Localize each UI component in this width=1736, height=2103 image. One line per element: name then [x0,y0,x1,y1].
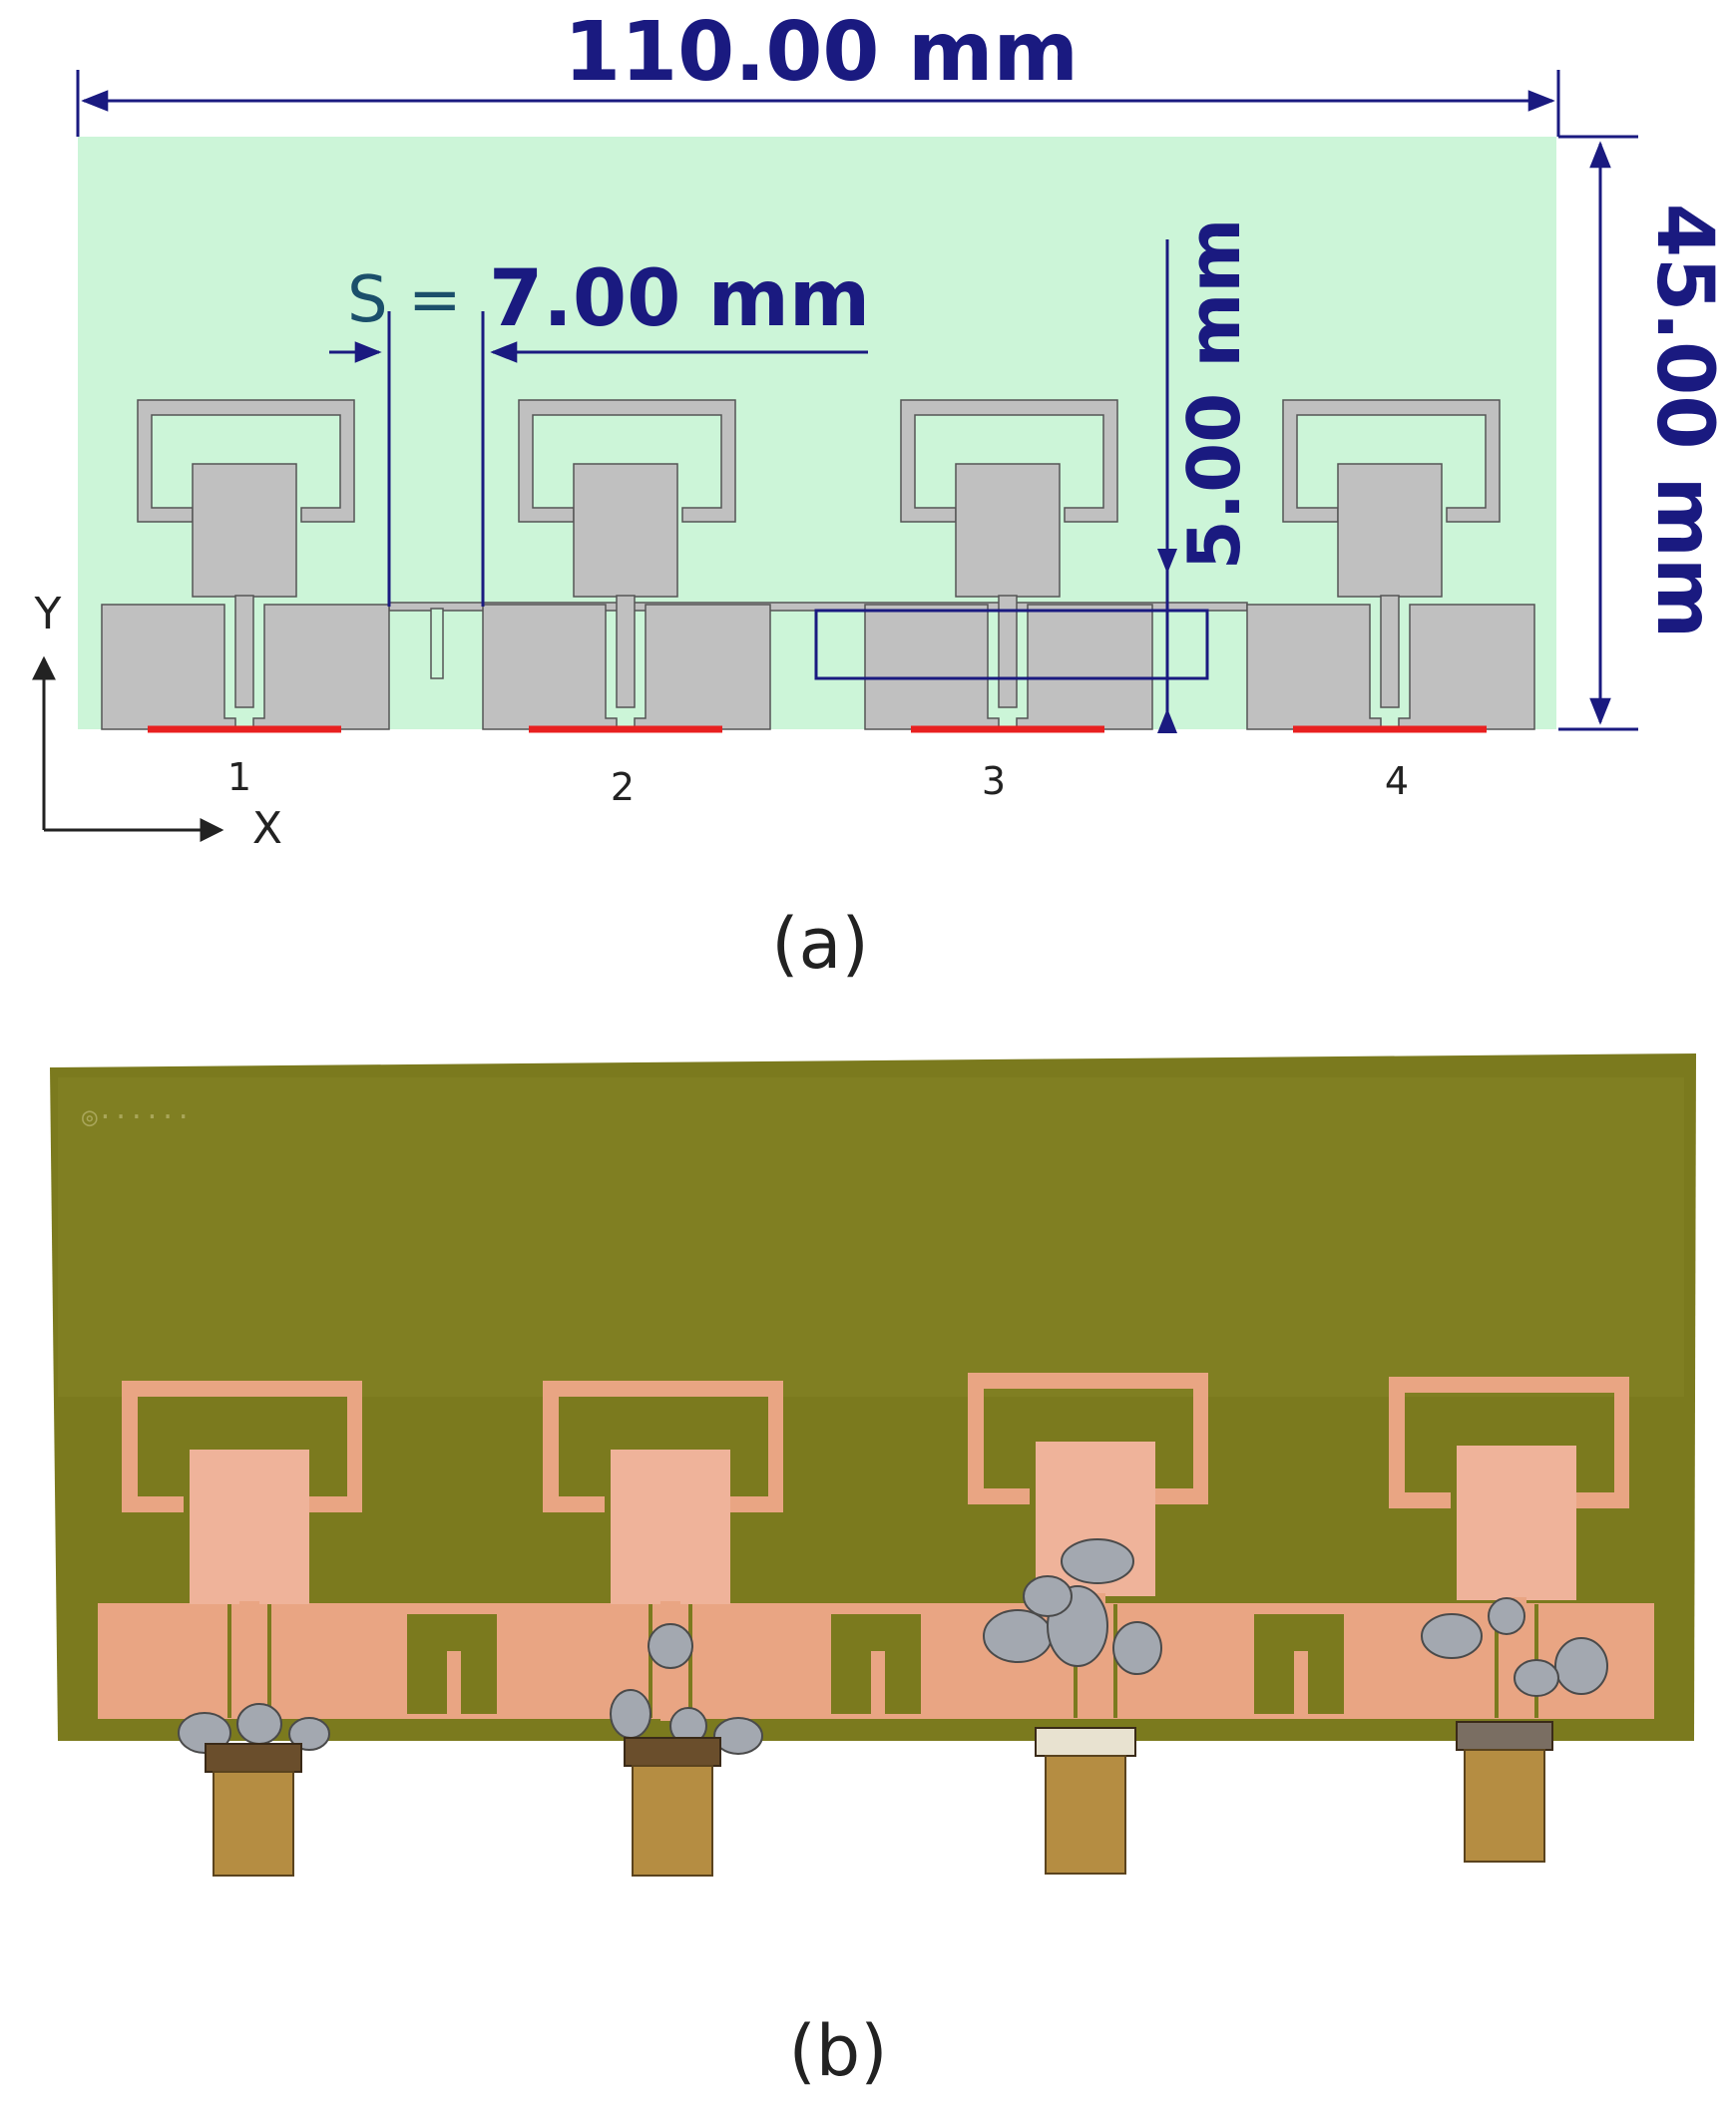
width-dimension [76,70,1560,137]
spacing-label-prefix: S = [347,263,462,337]
antenna-element-4 [1246,399,1535,733]
axis-y-label: Y [34,589,62,639]
coordinate-axes [32,655,224,842]
antenna-element-2 [482,399,771,733]
solder-joints [178,1538,1608,1755]
sma-connector-4 [1456,1721,1553,1863]
copper-element-4 [1389,1377,1629,1717]
inner-dimension [1157,239,1177,733]
port-label-3: 3 [982,759,1006,803]
antenna-element-1 [101,399,390,733]
caption-b: (b) [788,2010,887,2092]
panel-a-layout: 110.00 mm 45.00 mm S = 7.00 mm 5.00 mm [32,5,1729,985]
height-dimension-label: 45.00 mm [1639,204,1729,638]
sma-connector-3 [1035,1727,1136,1875]
slot-stub [430,608,444,679]
inner-dimension-label: 5.00 mm [1172,218,1256,571]
decoupling-highlight-box [814,609,1209,680]
port-label-2: 2 [611,765,635,809]
board-sheen [58,1077,1684,1397]
spacing-label-value: 7.00 mm [489,254,870,344]
board-silkscreen-mark: ◎······ [82,1102,192,1132]
port-label-4: 4 [1385,759,1409,803]
copper-element-1 [122,1381,362,1721]
axis-x-label: X [252,803,282,854]
fabricated-board [50,1053,1696,1741]
port-label-1: 1 [227,755,251,799]
height-dimension [1558,135,1638,731]
caption-a: (a) [771,903,869,985]
sma-connector-1 [205,1743,302,1877]
strip-slots [407,1614,1344,1714]
panel-b-photo: ◎······ [50,1053,1696,2092]
sma-connector-2 [624,1737,721,1877]
spacing-dimension [329,311,868,607]
width-dimension-label: 110.00 mm [564,5,1079,100]
feed-gaps [227,1604,1538,1718]
